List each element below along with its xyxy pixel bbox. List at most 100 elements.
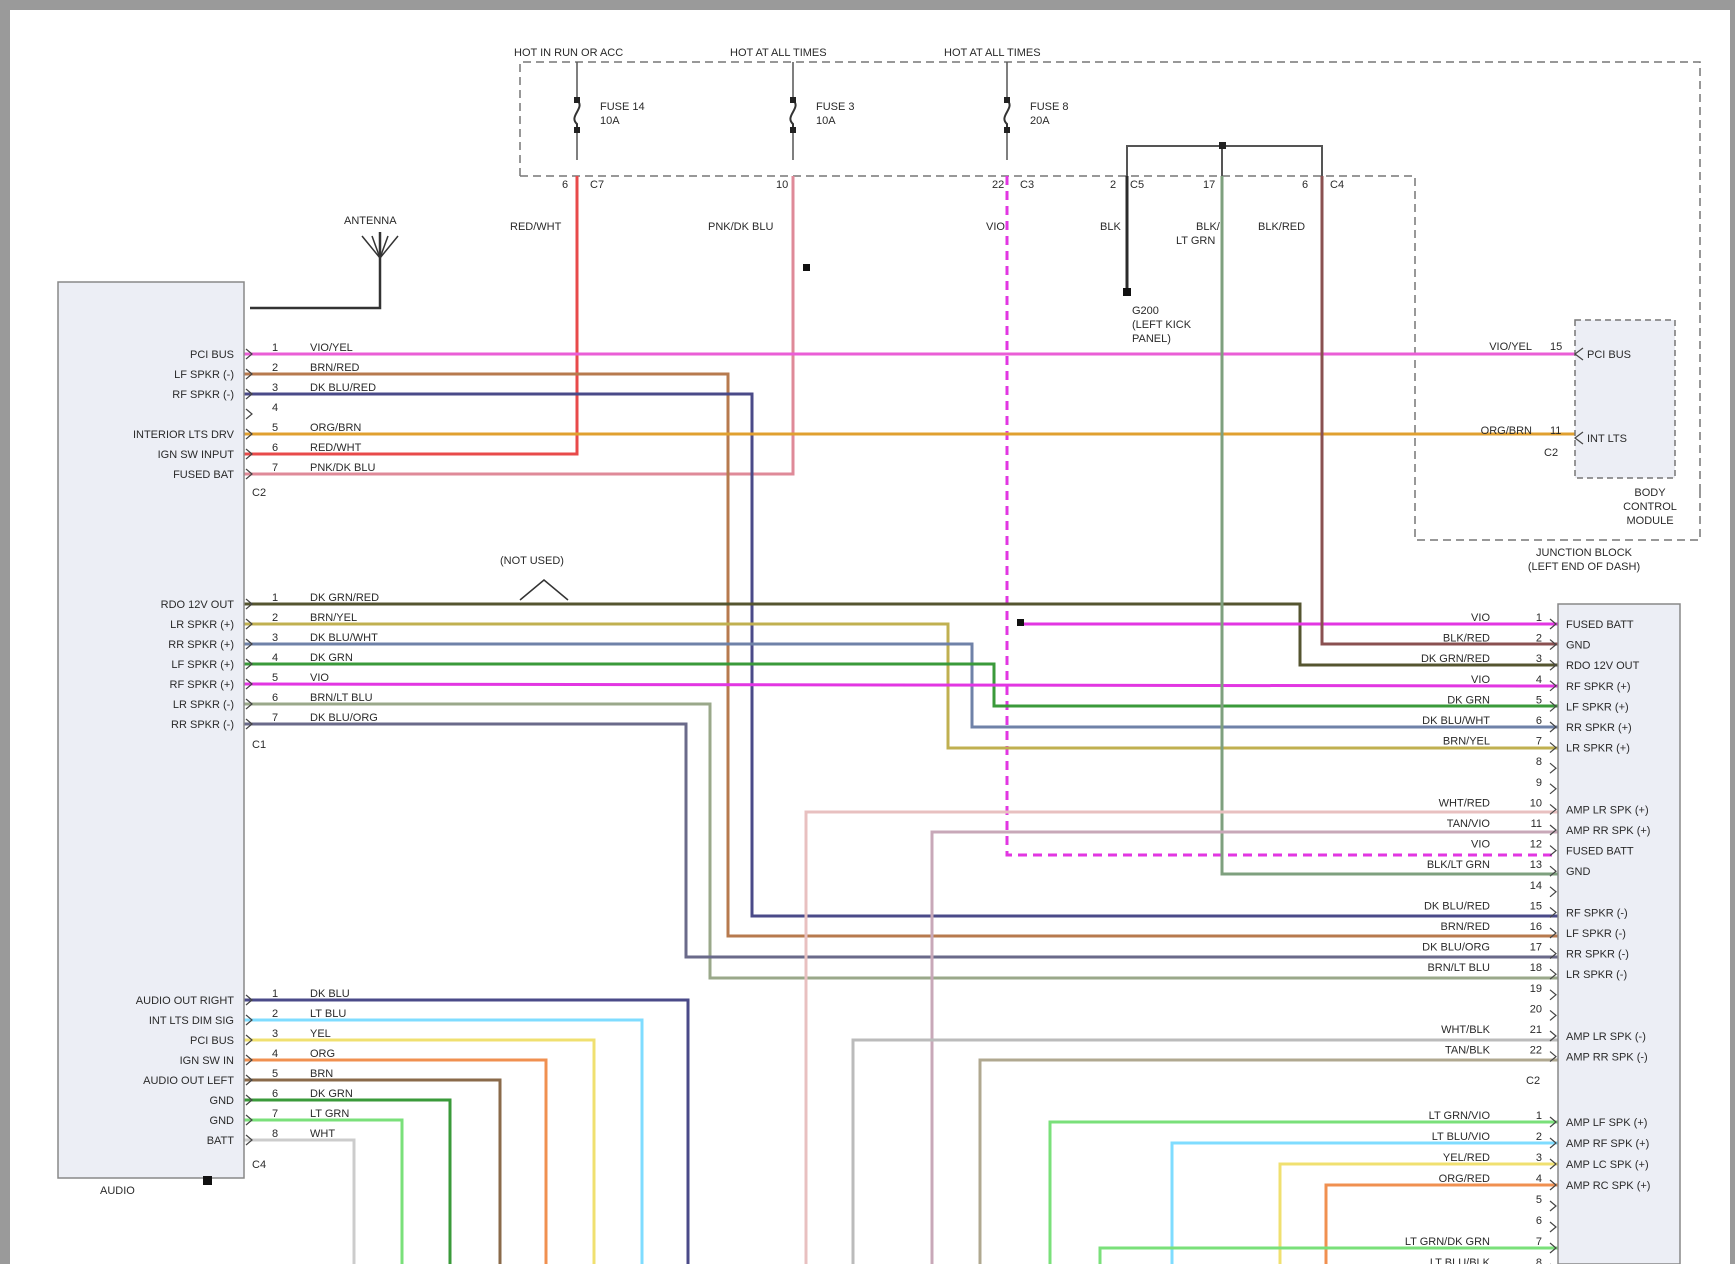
jb-pin-2: 2: [1110, 179, 1116, 191]
amp-c2-pin-14-num: 14: [1530, 880, 1542, 892]
radio-c4-pin-8-terminal: [245, 1134, 253, 1146]
radio-c2-pin-3-terminal: [245, 388, 253, 400]
radio-c1-pin-7-num: 7: [272, 712, 278, 724]
radio-c2-pin-5-num: 5: [272, 422, 278, 434]
amp-c2-pin-9-terminal: [1549, 783, 1557, 795]
fuse-3-rating: 10A: [816, 115, 836, 127]
amp-c2-pin-10-name: AMP LR SPK (+): [1566, 804, 1649, 816]
bcm-name-2: CONTROL: [1623, 501, 1677, 513]
radio-c2-pin-2-num: 2: [272, 362, 278, 374]
amp-c1-pin-3-terminal: [1549, 1158, 1557, 1170]
radio-c4-pin-8-num: 8: [272, 1128, 278, 1140]
radio-c2-pin-1-name: PCI BUS: [190, 349, 234, 361]
radio-c4-pin-5-terminal: [245, 1074, 253, 1086]
fuse-8: FUSE 8 20A: [1003, 62, 1069, 160]
fuse-14-rating: 10A: [600, 115, 620, 127]
amp-c2-pin-1-terminal: [1549, 618, 1557, 630]
radio-c1-pin-1-name: RDO 12V OUT: [161, 599, 235, 611]
radio-c1-pin-6-num: 6: [272, 692, 278, 704]
ground-label-3: PANEL): [1132, 333, 1171, 345]
radio-c1-pin-1-num: 1: [272, 592, 278, 604]
amp-c2-pin-15-wire: DK BLU/RED: [1424, 900, 1490, 912]
amp-c1-pin-2-wire: LT BLU/VIO: [1432, 1131, 1491, 1143]
amp-c2-pin-17-terminal: [1549, 948, 1557, 960]
radio-c4-pin-8-name: BATT: [207, 1135, 235, 1147]
wire-brn-red: [244, 372, 1558, 938]
amp-c1-pin-4-name: AMP RC SPK (+): [1566, 1180, 1650, 1192]
amp-c2-pin-1-wire: VIO: [1471, 612, 1490, 624]
jb-pin-17: 17: [1203, 179, 1215, 191]
radio-c4-pin-5-wire: BRN: [310, 1068, 333, 1080]
radio-c2-pin-1-terminal: [245, 348, 253, 360]
antenna: ANTENNA: [250, 215, 399, 310]
radio-c2-pin-7-wire: PNK/DK BLU: [310, 462, 375, 474]
amp-c2-pin-16-wire: BRN/RED: [1440, 921, 1490, 933]
radio-c1-pin-5-wire: VIO: [310, 672, 329, 684]
radio-c4-pin-3-wire: YEL: [310, 1028, 331, 1040]
amp-c2-pin-15-terminal: [1549, 906, 1557, 918]
radio-c2-pin-7-terminal: [245, 468, 253, 480]
ground-bus: [1126, 145, 1323, 176]
ground-g200: G200 (LEFT KICK PANEL): [1123, 176, 1192, 345]
amp-c1-pin-4-wire: ORG/RED: [1439, 1173, 1490, 1185]
radio-c1-pin-2-terminal: [245, 618, 253, 630]
radio-c1-pin-1-terminal: [245, 598, 253, 610]
wire-lt-blu-c4: [244, 1018, 644, 1264]
radio-c4-pin-5-num: 5: [272, 1068, 278, 1080]
amp-c2-pin-21-name: AMP LR SPK (-): [1566, 1031, 1646, 1043]
bcm-pin-11-wire: ORG/BRN: [1481, 425, 1532, 437]
radio-c2-pin-7-num: 7: [272, 462, 278, 474]
wire-dk-grn-c4: [244, 1098, 452, 1264]
amp-c1-pin-5-terminal: [1549, 1200, 1557, 1212]
wire-lt-grn-vio: [1048, 1120, 1558, 1264]
radio-c2-pin-1-num: 1: [272, 342, 278, 354]
wire-dk-blu-c4: [244, 998, 690, 1264]
ground-label-2: (LEFT KICK: [1132, 319, 1192, 331]
radio-c4-pin-1-terminal: [245, 994, 253, 1006]
amp-c2-pin-18-num: 18: [1530, 962, 1542, 974]
amp-c1-pin-4-num: 4: [1536, 1173, 1542, 1185]
amp-c2-pin-4-name: RF SPKR (+): [1566, 681, 1630, 693]
radio-c2-pin-6-terminal: [245, 448, 253, 460]
amp-c2-pin-8-num: 8: [1536, 756, 1542, 768]
fuse-3-label: FUSE 3: [816, 101, 855, 113]
radio-c1-pin-2-wire: BRN/YEL: [310, 612, 357, 624]
wire-label-blk-red: BLK/RED: [1258, 221, 1305, 233]
radio-c1-pin-5-num: 5: [272, 672, 278, 684]
amp-c1-pin-3-name: AMP LC SPK (+): [1566, 1159, 1649, 1171]
wire-dk-grn-red: [244, 602, 1558, 667]
wire-pnk-dk-blu: [244, 176, 795, 476]
not-used-label: (NOT USED): [500, 555, 564, 567]
wire-label-red-wht-top: RED/WHT: [510, 221, 562, 233]
amp-c2-pin-7-wire: BRN/YEL: [1443, 736, 1490, 748]
wire-vio-rf-spkr: [243, 682, 1559, 688]
radio-c4-pin-4-num: 4: [272, 1048, 278, 1060]
jb-pin-10: 10: [776, 179, 788, 191]
amp-c2-pin-5-num: 5: [1536, 694, 1542, 706]
radio-c4-pin-8-wire: WHT: [310, 1128, 335, 1140]
amp-c1-pin-7-wire: LT GRN/DK GRN: [1405, 1236, 1490, 1248]
amp-c2-pin-21-terminal: [1549, 1030, 1557, 1042]
bcm-connector: C2: [1544, 447, 1558, 459]
wiring-diagram-sheet: HOT IN RUN OR ACC HOT AT ALL TIMES HOT A…: [10, 10, 1730, 1264]
radio-c4-pin-5-name: AUDIO OUT LEFT: [143, 1075, 234, 1087]
amp-c2-pin-20-terminal: [1549, 1009, 1557, 1021]
wire-lt-grn-c4: [244, 1118, 404, 1264]
radio-c1-pin-4-wire: DK GRN: [310, 652, 353, 664]
amp-c2-pin-21-num: 21: [1530, 1024, 1542, 1036]
amp-c2-pin-17-num: 17: [1530, 942, 1542, 954]
amp-c2-pin-4-wire: VIO: [1471, 674, 1490, 686]
amp-c1-pin-5-num: 5: [1536, 1194, 1542, 1206]
amp-c2-pin-17-name: RR SPKR (-): [1566, 949, 1629, 961]
amp-c1-pin-8-wire: LT BLU/BLK: [1430, 1257, 1491, 1264]
radio-c4-pin-1-wire: DK BLU: [310, 988, 350, 1000]
amp-c1-pin-1-num: 1: [1536, 1110, 1542, 1122]
amp-c2-pin-21-wire: WHT/BLK: [1441, 1024, 1491, 1036]
radio-c2-pin-1-wire: VIO/YEL: [310, 342, 353, 354]
amp-c2-pin-15-num: 15: [1530, 900, 1542, 912]
radio-c2-pin-6-wire: RED/WHT: [310, 442, 362, 454]
amp-c2-pin-7-terminal: [1549, 742, 1557, 754]
amp-c1-pin-4-terminal: [1549, 1179, 1557, 1191]
